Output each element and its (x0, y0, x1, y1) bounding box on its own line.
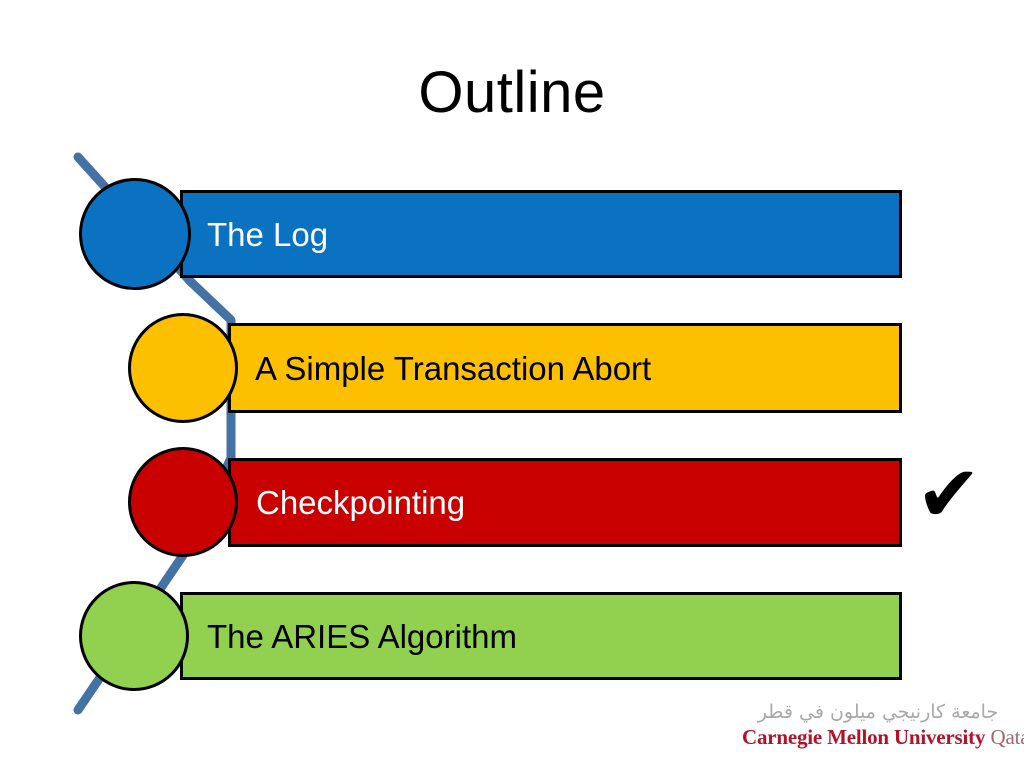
cmu-qatar-logo: جامعة كارنيجي ميلون في قطر Carnegie Mell… (742, 700, 1024, 758)
outline-bar (228, 458, 902, 547)
outline-item-label: A Simple Transaction Abort (255, 350, 652, 387)
outline-item-label: The ARIES Algorithm (207, 618, 517, 655)
outline-bar (180, 592, 902, 680)
logo-wordmark: Carnegie Mellon University Qatar (742, 725, 1024, 750)
page-title: Outline (418, 60, 606, 125)
outline-bullet-circle (128, 313, 238, 423)
outline-bullet-circle (128, 447, 238, 557)
outline-bullet-circle (79, 178, 191, 290)
outline-bullet-circle (79, 581, 189, 691)
logo-arabic-text: جامعة كارنيجي ميلون في قطر (757, 701, 999, 723)
outline-bar (228, 323, 902, 413)
checkmark-icon: ✔ (916, 450, 982, 540)
logo-university-name: Carnegie Mellon University (742, 725, 986, 749)
outline-item-label: Checkpointing (256, 484, 466, 521)
outline-item-label: The Log (207, 216, 329, 253)
outline-bar (180, 190, 902, 278)
logo-campus-name: Qatar (990, 725, 1024, 749)
